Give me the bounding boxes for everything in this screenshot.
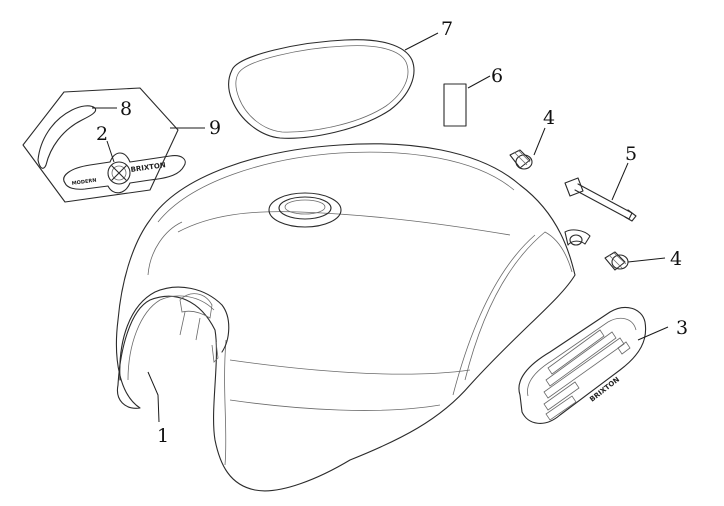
- knee-pad: BRIXTON: [518, 306, 647, 424]
- label-sticker: [443, 83, 467, 127]
- leader-7: [404, 32, 439, 51]
- leader-lines: [92, 32, 669, 423]
- leader-2: [106, 140, 115, 163]
- emblem-badge: BRIXTON MODERN: [63, 152, 186, 194]
- callout-9: 9: [209, 117, 221, 139]
- callout-6: 6: [491, 65, 503, 87]
- leader-6: [467, 75, 491, 89]
- emblem-group: BRIXTON MODERN: [22, 87, 186, 203]
- tank-top-pad: [228, 39, 415, 139]
- callout-2: 2: [96, 123, 108, 145]
- emblem-sub-text: MODERN: [71, 178, 96, 187]
- leader-3: [637, 326, 669, 341]
- callout-4-lower: 4: [670, 248, 682, 270]
- leader-4b: [627, 257, 666, 263]
- grommet-upper: [509, 149, 533, 170]
- leader-4a: [533, 127, 546, 156]
- leader-5: [611, 162, 629, 201]
- leader-1: [147, 371, 160, 423]
- callout-5: 5: [625, 143, 637, 165]
- callout-3: 3: [676, 317, 688, 339]
- fuel-tank: [115, 143, 591, 492]
- callout-7: 7: [441, 18, 453, 40]
- callout-numbers: 1 2 3 4 4 5 6 7 8 9: [96, 18, 688, 447]
- emblem-trim-strip: [37, 105, 97, 169]
- emblem-brand-text: BRIXTON: [130, 161, 166, 174]
- callout-4-upper: 4: [543, 107, 555, 129]
- mounting-bolt: [564, 177, 637, 222]
- callout-1: 1: [157, 425, 169, 447]
- callout-8: 8: [120, 98, 132, 120]
- knee-pad-ribs: [543, 329, 631, 421]
- grommet-lower: [604, 251, 629, 271]
